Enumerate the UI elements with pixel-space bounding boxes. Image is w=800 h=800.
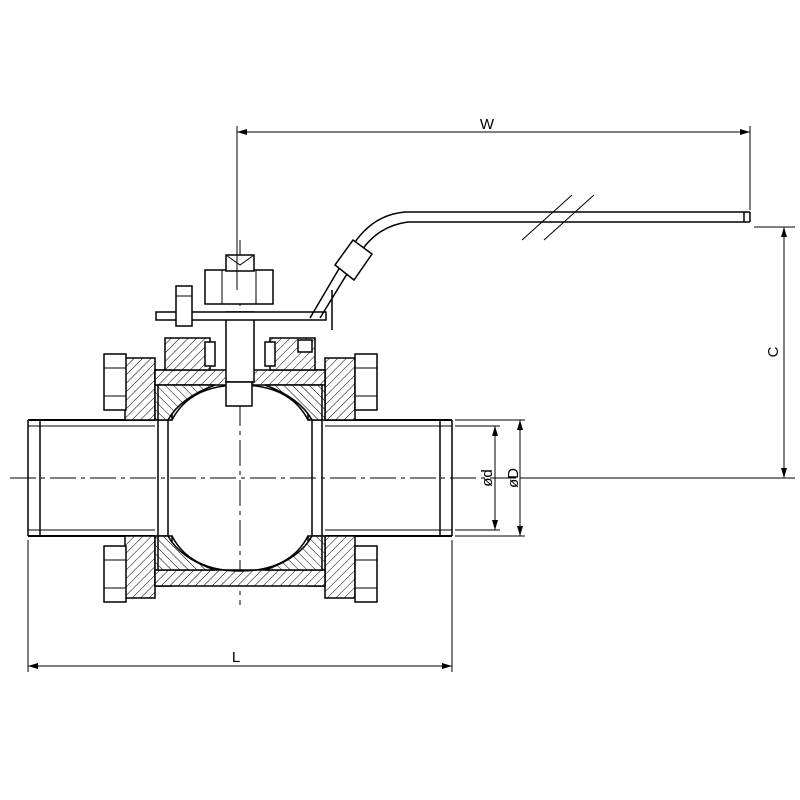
- dimension-c-label: C: [765, 346, 782, 357]
- dimension-diameters: ød øD: [455, 419, 525, 537]
- dimension-l: L: [27, 540, 453, 672]
- handle-lever: [309, 194, 751, 330]
- stem-assembly: [155, 254, 327, 407]
- dimension-w: W: [236, 116, 751, 290]
- dimension-w-label: W: [480, 116, 495, 133]
- dimension-c: C: [520, 226, 795, 479]
- dimension-outer-diameter-label: øD: [505, 468, 522, 488]
- valve-body: [154, 369, 326, 587]
- dimension-l-label: L: [232, 649, 240, 666]
- dimension-inner-diameter-label: ød: [479, 469, 496, 487]
